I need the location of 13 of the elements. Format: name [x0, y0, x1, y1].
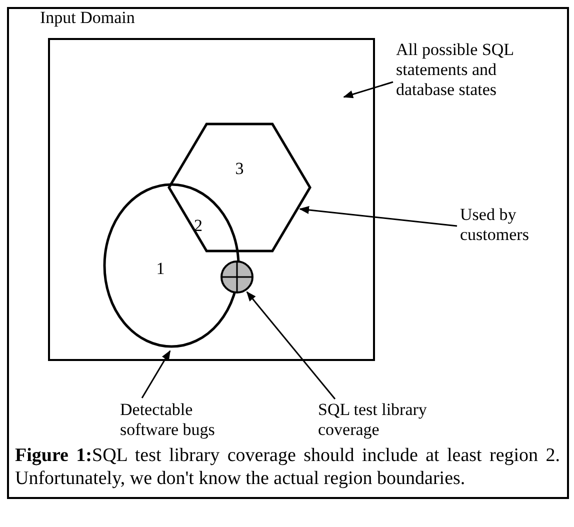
leader-arrow [343, 81, 394, 98]
callout-text: All possible SQL statements and database states [396, 40, 556, 100]
region-number: 3 [235, 159, 244, 180]
domain-heading: Input Domain [40, 8, 135, 28]
region-number: 2 [194, 216, 202, 236]
leader-arrow [141, 350, 171, 398]
leader-arrow [299, 206, 458, 227]
callout-text: SQL test library coverage [318, 400, 458, 440]
figure-caption: Figure 1:SQL test library coverage should include at least region 2. Unfortunately, we don't know the actual region boundaries. [15, 444, 560, 490]
region-number: 1 [156, 258, 165, 279]
leader-arrow [246, 291, 336, 400]
callout-text: Detectable software bugs [120, 400, 230, 440]
callout-text: Used by customers [460, 205, 550, 245]
